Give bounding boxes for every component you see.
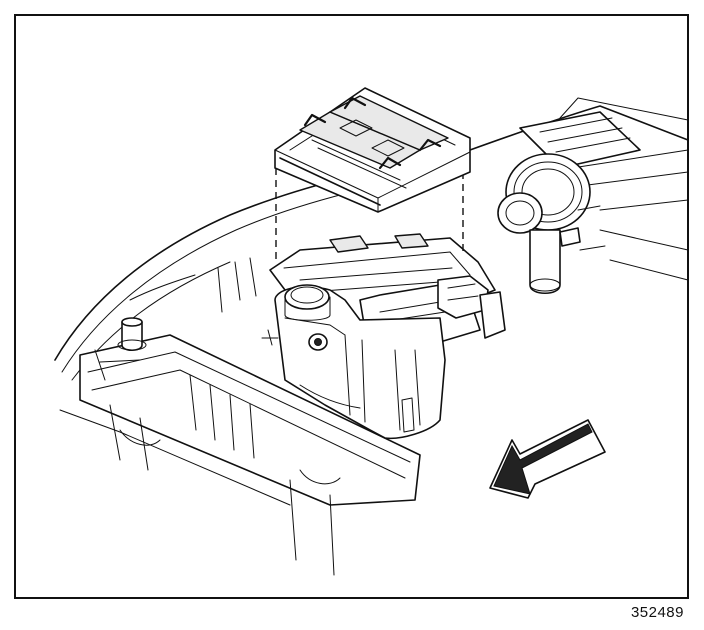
washer-reservoir	[261, 284, 446, 440]
figure-frame	[14, 14, 689, 599]
figure-number: 352489	[630, 604, 684, 621]
horn	[497, 153, 606, 295]
direction-arrow	[489, 419, 606, 499]
battery	[274, 87, 471, 213]
radiator-cap	[117, 317, 147, 352]
engine-compartment	[54, 97, 689, 576]
